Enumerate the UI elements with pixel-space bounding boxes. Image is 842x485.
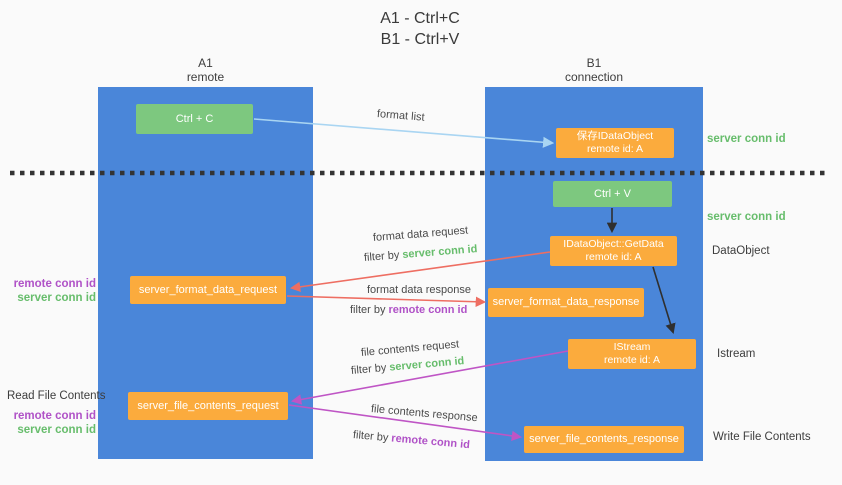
edge-label-format-data-request: format data request <box>372 224 469 244</box>
lane-b1-name: B1 <box>586 56 602 70</box>
annotation-dataobject: DataObject <box>712 245 770 257</box>
node-server-format-data-request: server_format_data_request <box>130 276 286 304</box>
annotation-server-conn-id-mid: server conn id <box>707 211 786 223</box>
node-istream: IStream remote id: A <box>568 339 696 369</box>
lane-b1-subtitle: connection <box>564 70 624 84</box>
edge-label-file-contents-response: file contents response <box>370 403 479 425</box>
format-data-response-arrow <box>286 295 487 307</box>
remote-conn-id-text: remote conn id <box>388 304 468 316</box>
annotation-write-file-contents: Write File Contents <box>713 431 811 443</box>
filter-by-text: filter by <box>363 249 400 264</box>
node-server-file-contents-response: server_file_contents_response <box>524 426 684 453</box>
node-idataobject-getdata-subtitle: remote id: A <box>585 251 642 263</box>
node-istream-subtitle: remote id: A <box>603 354 661 366</box>
title-line-2: B1 - Ctrl+V <box>380 31 460 48</box>
lane-header-a1: A1 remote <box>98 56 313 84</box>
node-server-file-contents-request-label: server_file_contents_request <box>137 399 279 412</box>
annotation-server-conn-id-top: server conn id <box>707 133 786 145</box>
annotation-istream: Istream <box>717 348 756 360</box>
node-save-idataobject-title: 保存IDataObject <box>576 130 654 142</box>
remote-conn-id-label: remote conn id <box>13 410 96 422</box>
remote-conn-id-label: remote conn id <box>13 278 96 290</box>
node-server-format-data-response: server_format_data_response <box>488 288 644 317</box>
lane-header-b1: B1 connection <box>485 56 703 84</box>
node-server-file-contents-request: server_file_contents_request <box>128 392 288 420</box>
server-conn-id-text: server conn id <box>388 355 465 374</box>
filter-by-text: filter by <box>352 429 389 445</box>
node-ctrl-v-label: Ctrl + V <box>594 187 631 200</box>
lane-a1-subtitle: remote <box>186 70 225 84</box>
server-conn-id-label: server conn id <box>17 292 96 304</box>
remote-conn-id-text: remote conn id <box>390 432 471 452</box>
node-istream-title: IStream <box>613 341 651 353</box>
node-save-idataobject-subtitle: remote id: A <box>586 143 644 155</box>
edge-label-format-list: format list <box>376 108 426 124</box>
annotation-conn-pair-file: remote conn id server conn id <box>4 409 96 437</box>
diagram-title: A1 - Ctrl+C B1 - Ctrl+V <box>330 8 510 50</box>
annotation-conn-pair-format: remote conn id server conn id <box>4 277 96 305</box>
edge-label-format-data-response: format data response <box>367 284 471 296</box>
node-server-file-contents-response-label: server_file_contents_response <box>529 433 679 445</box>
node-save-idataobject: 保存IDataObject remote id: A <box>556 128 674 158</box>
node-idataobject-getdata: IDataObject::GetData remote id: A <box>550 236 677 266</box>
node-ctrl-v: Ctrl + V <box>553 181 672 207</box>
node-server-format-data-request-label: server_format_data_request <box>138 283 278 296</box>
node-ctrl-c: Ctrl + C <box>136 104 253 134</box>
filter-by-text: filter by <box>350 361 387 377</box>
annotation-read-file-contents: Read File Contents <box>7 390 106 402</box>
node-ctrl-c-label: Ctrl + C <box>175 112 214 125</box>
node-server-format-data-response-label: server_format_data_response <box>492 296 640 308</box>
filter-by-text: filter by <box>350 304 386 316</box>
server-conn-id-label: server conn id <box>17 424 96 436</box>
server-conn-id-text: server conn id <box>401 243 478 261</box>
lane-a1-name: A1 <box>198 56 213 70</box>
node-idataobject-getdata-title: IDataObject::GetData <box>563 238 664 250</box>
title-line-1: A1 - Ctrl+C <box>380 10 460 27</box>
